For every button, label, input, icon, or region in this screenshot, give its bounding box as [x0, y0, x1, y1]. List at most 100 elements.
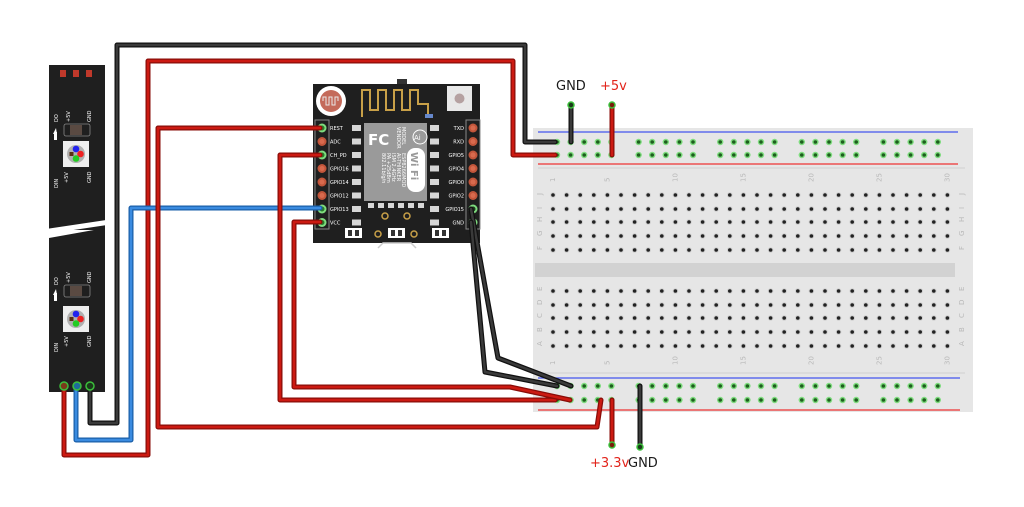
esp-pin-label: GPIO0	[449, 180, 464, 186]
rail-hole-center	[895, 398, 899, 402]
breadboard-hole-center	[592, 220, 596, 224]
column-label: 30	[943, 173, 951, 182]
esp8266-module: FC MODEL VENDOR ESP8266MOD AI-THINKER IS…	[313, 79, 481, 249]
esp-pin-core	[319, 193, 325, 198]
breadboard-hole-center	[918, 330, 922, 334]
strip-pin-gnd[interactable]	[85, 381, 95, 391]
breadboard-hole-center	[796, 330, 800, 334]
rail-hole-center	[596, 140, 600, 144]
breadboard-hole-center	[578, 248, 582, 252]
breadboard-hole-center	[632, 248, 637, 252]
breadboard-hole-center	[904, 330, 909, 334]
shield-line: ISM 2.4GHz	[390, 153, 396, 182]
breadboard-hole-center	[605, 193, 610, 197]
breadboard-hole-center	[741, 316, 746, 320]
button-contact	[435, 230, 439, 236]
breadboard-hole-center	[836, 220, 841, 224]
breadboard-holes	[550, 192, 951, 349]
breadboard-hole-center	[605, 248, 610, 252]
label-5v: +5V	[64, 172, 70, 183]
breadboard-hole-center	[564, 234, 569, 238]
rail-hole-center	[732, 398, 736, 402]
breadboard-hole-center	[673, 289, 678, 293]
breadboard-hole-center	[945, 248, 950, 252]
shield-text: MODEL VENDOR ESP8266MOD AI-THINKER ISM 2…	[380, 127, 406, 187]
row-label: D	[958, 300, 966, 305]
rail-hole-center	[664, 384, 668, 388]
breadboard-hole-center	[687, 289, 691, 293]
label-din: DIN	[54, 343, 60, 352]
breadboard-hole-center	[945, 220, 950, 224]
breadboard-hole-center	[755, 316, 759, 320]
breadboard-hole-center	[673, 234, 678, 238]
esp-pin-label: VCC	[330, 221, 341, 227]
breadboard-hole-center	[850, 193, 854, 197]
breadboard-hole-center	[673, 330, 678, 334]
breadboard-hole-center	[619, 248, 623, 252]
wire-chpd-to-3v3-core	[278, 153, 557, 402]
button-contact	[348, 230, 352, 236]
breadboard-hole-center	[646, 207, 650, 211]
esp-pin-core	[470, 179, 476, 185]
breadboard-hole-center	[605, 220, 610, 224]
rail-hole-center	[936, 384, 940, 388]
column-label: 1	[549, 361, 557, 365]
breadboard-hole-center	[864, 248, 868, 252]
rail-hole-center	[881, 398, 886, 402]
rail-hole-center	[922, 140, 926, 144]
breadboard-hole-center	[632, 344, 637, 348]
breadboard-hole-center	[605, 289, 610, 293]
breadboard-hole-center	[728, 344, 732, 348]
breadboard-hole-center	[605, 316, 610, 320]
breadboard-hole-center	[700, 207, 705, 211]
button-contact	[442, 230, 446, 236]
breadboard-hole-center	[660, 344, 664, 348]
breadboard-hole-center	[782, 303, 786, 307]
breadboard-hole-center	[619, 207, 623, 211]
strip-pin-5v[interactable]	[59, 381, 69, 391]
breadboard-hole-center	[768, 234, 773, 238]
breadboard-hole-center	[891, 330, 895, 334]
breadboard-hole-center	[714, 330, 718, 334]
row-label: H	[958, 217, 966, 222]
breadboard-hole-center	[796, 289, 800, 293]
breadboard-hole-center	[796, 234, 800, 238]
breadboard-hole-center	[864, 330, 868, 334]
breadboard-hole-center	[782, 193, 786, 197]
breadboard-hole-center	[728, 248, 732, 252]
breadboard-hole-center	[836, 193, 841, 197]
breadboard-hole-center	[768, 303, 773, 307]
breadboard-hole-center	[796, 207, 800, 211]
rail-hole-center	[772, 153, 777, 157]
strip-pin-din[interactable]	[72, 381, 82, 391]
breadboard-hole-center	[660, 248, 664, 252]
shield-pad	[398, 203, 404, 208]
breadboard-hole-center	[660, 220, 664, 224]
rail-hole-center	[759, 384, 763, 388]
row-label: A	[958, 341, 966, 346]
breadboard-hole-center	[619, 193, 623, 197]
rail-hole-center	[596, 153, 600, 157]
button-contact	[355, 230, 359, 236]
breadboard-hole-center	[646, 344, 650, 348]
label-5v: +5V	[66, 111, 72, 122]
rail-hole-center	[800, 384, 804, 388]
wire-din-to-gpio13[interactable]	[73, 205, 323, 443]
breadboard-hole-center	[836, 289, 841, 293]
breadboard-hole-center	[877, 193, 882, 197]
breadboard-hole-center	[809, 316, 814, 320]
breadboard-hole-center	[551, 289, 555, 293]
button	[432, 228, 449, 238]
breadboard-hole-center	[796, 220, 800, 224]
breadboard-hole-center	[741, 289, 746, 293]
wifi-logo-text: Wi Fi	[408, 152, 419, 180]
rail-hole-center	[800, 153, 804, 157]
breadboard-hole-center	[741, 330, 746, 334]
rgb-led-die	[454, 93, 465, 104]
rail-hole-center	[732, 140, 736, 144]
shield-pad	[352, 138, 361, 145]
wire-vcc-to-3v3[interactable]	[291, 219, 573, 403]
breadboard-hole-center	[877, 248, 882, 252]
rail-hole-center	[813, 153, 818, 157]
wire-end	[608, 441, 616, 449]
